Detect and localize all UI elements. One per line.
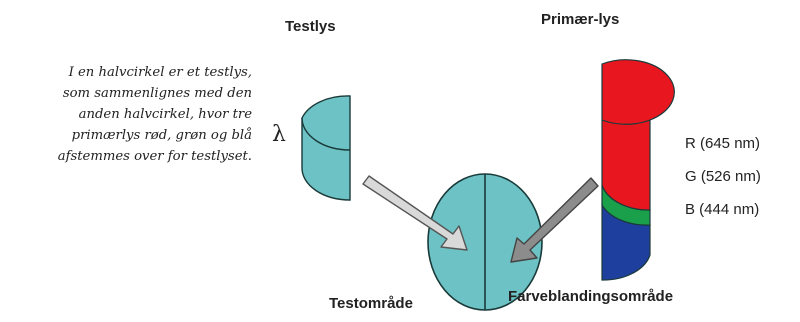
- red-primary-label: R (645 nm): [685, 135, 760, 152]
- primary-light-stack: [602, 60, 674, 280]
- mixing-area-label: Farveblandingsområde: [508, 288, 673, 305]
- blue-primary-label: B (444 nm): [685, 201, 759, 218]
- test-light-half-cylinder: [302, 96, 350, 200]
- primary-light-label: Primær-lys: [541, 11, 619, 28]
- test-area-label: Testområde: [329, 295, 413, 312]
- red-layer: [602, 60, 674, 210]
- green-primary-label: G (526 nm): [685, 168, 761, 185]
- test-light-label: Testlys: [285, 18, 336, 35]
- lambda-symbol: λ: [272, 122, 286, 147]
